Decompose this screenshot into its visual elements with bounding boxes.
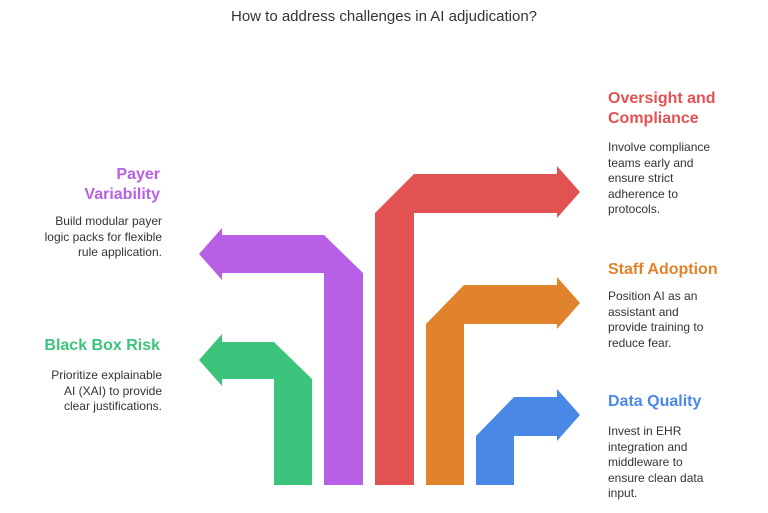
diagram-title: How to address challenges in AI adjudica… [230, 8, 538, 25]
desc-data-quality: Invest in EHR integration and middleware… [608, 424, 704, 500]
label-black-box-risk: Black Box Risk [44, 337, 160, 354]
desc-payer-variability: Build modular payer logic packs for flex… [44, 214, 162, 259]
arrow-staff-adoption-stem [426, 324, 464, 485]
label-staff-adoption: Staff Adoption [608, 261, 718, 278]
arrow-payer-variability-stem [324, 273, 363, 485]
arrow-data-quality-stem [476, 436, 514, 485]
arrow-staff-adoption [426, 277, 580, 485]
arrow-staff-adoption-head [426, 277, 580, 329]
arrow-oversight-head [375, 166, 580, 218]
desc-oversight-and-compliance: Involve compliance teams early and ensur… [608, 140, 711, 216]
arrow-black-box-risk [199, 334, 312, 485]
label-payer-variability: Payer Variability [84, 166, 160, 203]
arrow-black-box-risk-head [199, 334, 312, 386]
desc-black-box-risk: Prioritize explainable AI (XAI) to provi… [51, 368, 162, 413]
arrow-oversight-and-compliance [375, 166, 580, 485]
desc-staff-adoption: Position AI as an assistant and provide … [608, 289, 704, 350]
label-oversight-and-compliance: Oversight and Compliance [608, 90, 716, 127]
arrow-data-quality-head [476, 389, 580, 441]
arrow-oversight-stem [375, 213, 414, 485]
arrow-black-box-risk-stem [274, 379, 312, 485]
arrow-payer-variability [199, 228, 363, 485]
label-data-quality: Data Quality [608, 393, 702, 410]
arrow-payer-variability-head [199, 228, 363, 280]
arrow-data-quality [476, 389, 580, 485]
